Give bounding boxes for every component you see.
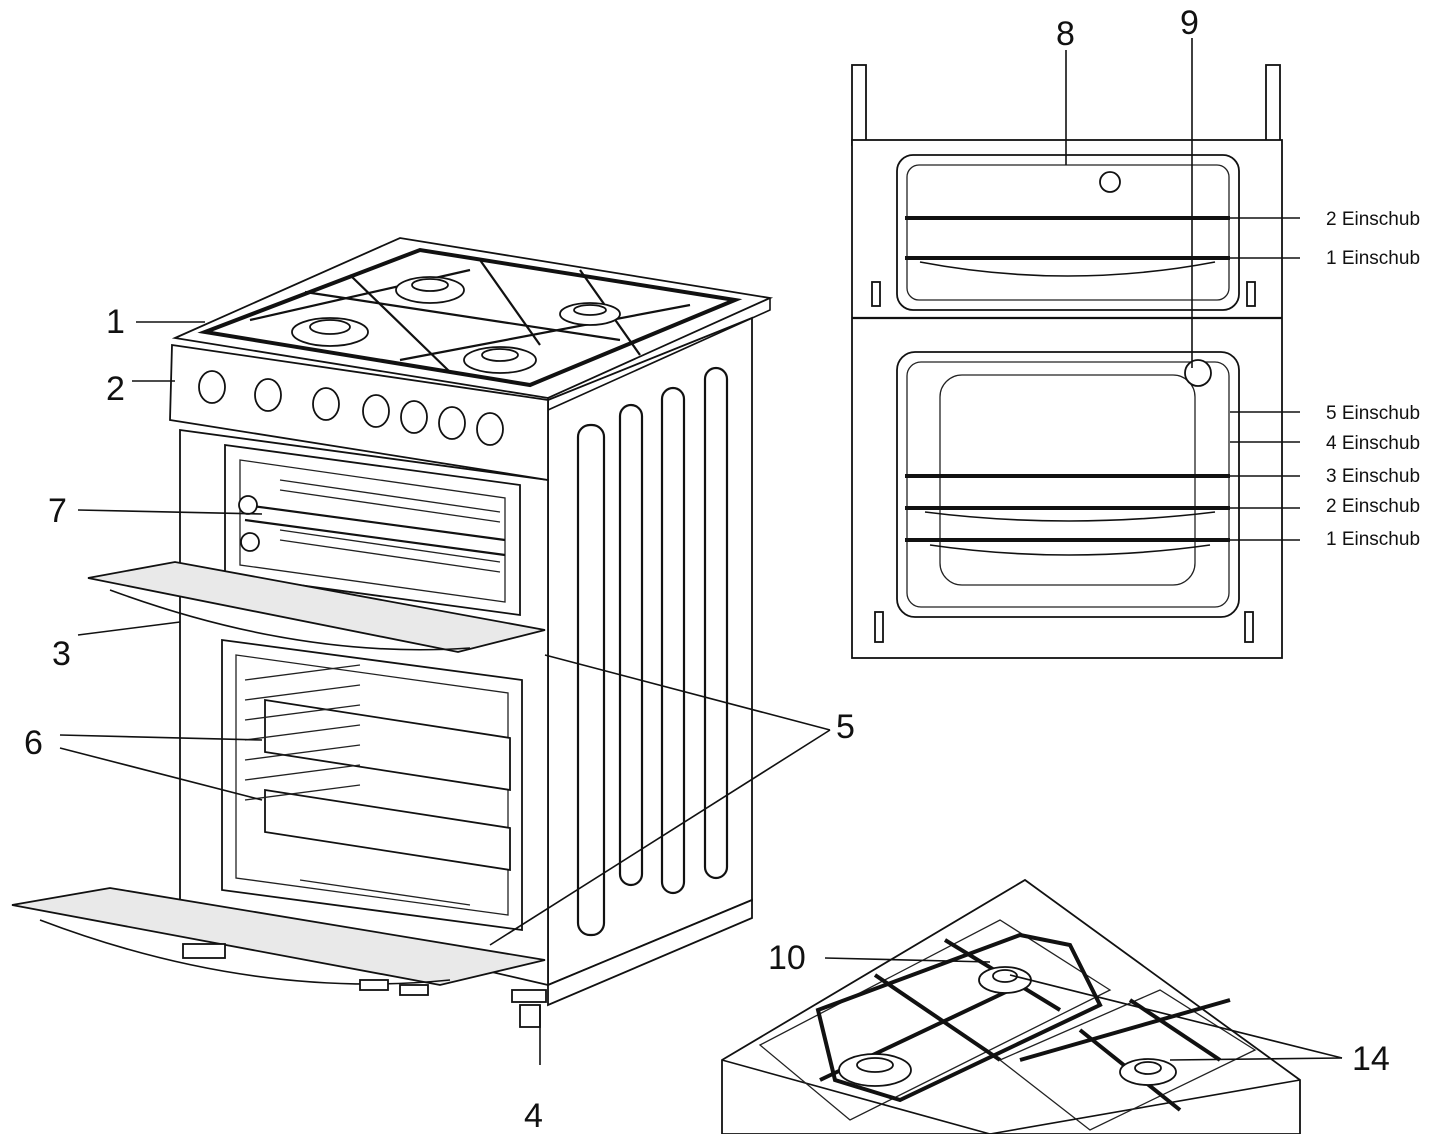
hob-detail-diagram bbox=[721, 878, 1301, 1134]
control-knobs bbox=[198, 370, 504, 446]
lower-level-3-label: 3 Einschub bbox=[1326, 466, 1420, 487]
hob-burners bbox=[291, 276, 621, 374]
upper-level-2-label: 2 Einschub bbox=[1326, 209, 1420, 230]
lower-door bbox=[11, 887, 546, 986]
leader-lines bbox=[59, 38, 1343, 1065]
lower-level-5-label: 5 Einschub bbox=[1326, 403, 1420, 424]
lower-level-1-label: 1 Einschub bbox=[1326, 529, 1420, 550]
callout-3: 3 bbox=[52, 635, 71, 673]
callout-1: 1 bbox=[106, 303, 125, 341]
cooker-illustration bbox=[11, 237, 774, 1028]
callout-10: 10 bbox=[768, 939, 806, 977]
callout-14: 14 bbox=[1352, 1040, 1390, 1078]
lower-level-4-label: 4 Einschub bbox=[1326, 433, 1420, 454]
adjustable-foot bbox=[519, 1004, 541, 1028]
upper-door bbox=[87, 561, 546, 653]
upper-level-1-label: 1 Einschub bbox=[1326, 248, 1420, 269]
callout-7: 7 bbox=[48, 492, 67, 530]
shelf-level-labels: 2 Einschub 1 Einschub 5 Einschub 4 Einsc… bbox=[1326, 209, 1420, 550]
callout-numbers: 1 2 3 4 5 6 7 8 9 10 14 bbox=[24, 4, 1390, 1134]
side-ribs bbox=[576, 366, 729, 937]
callout-9: 9 bbox=[1180, 4, 1199, 42]
callout-4: 4 bbox=[524, 1097, 543, 1134]
front-view-diagram bbox=[851, 64, 1283, 659]
lower-oven-cavity bbox=[221, 638, 523, 932]
lower-level-2-label: 2 Einschub bbox=[1326, 496, 1420, 517]
callout-6: 6 bbox=[24, 724, 43, 762]
callout-2: 2 bbox=[106, 370, 125, 408]
callout-8: 8 bbox=[1056, 15, 1075, 53]
callout-5: 5 bbox=[836, 708, 855, 746]
upper-oven-cavity bbox=[224, 443, 521, 617]
